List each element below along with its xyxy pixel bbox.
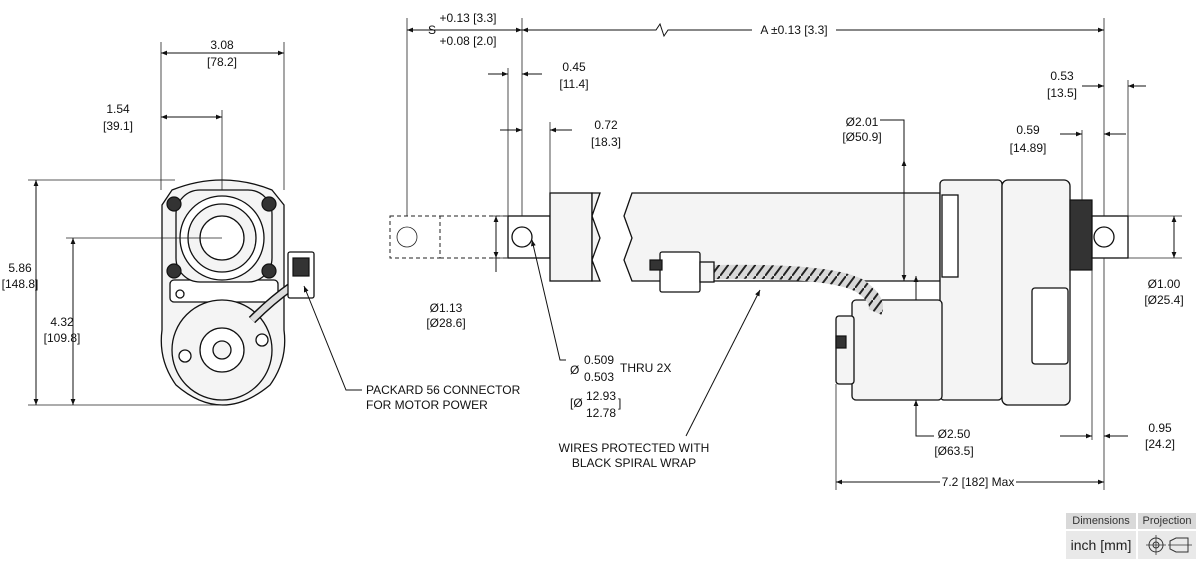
height-to-rod-label: 4.32 — [50, 315, 74, 329]
rear-clevis-nut — [1069, 199, 1093, 271]
housing-clamp — [941, 194, 959, 278]
motor-length-label: 7.2 [182] Max — [942, 475, 1015, 489]
height-overall-label: 5.86 — [8, 261, 32, 275]
hole-max-label: 0.509 — [584, 353, 614, 367]
tube-offset-mm-label: [18.3] — [591, 135, 621, 149]
front-flange — [169, 279, 279, 303]
motor-end-hub — [212, 340, 232, 360]
side-dimensions — [406, 18, 1182, 490]
connector-latch-icon — [292, 257, 310, 277]
rod-end-dia-label: Ø1.13 — [430, 301, 463, 315]
rear-offset-2-mm-label: [14.89] — [1010, 141, 1047, 155]
units-legend: Dimensions Projection inch [mm] — [1066, 513, 1196, 563]
rear-clevis-dia-mm-label: [Ø25.4] — [1144, 293, 1183, 307]
motor-screw-left-icon — [178, 349, 192, 363]
dimensions-header: Dimensions — [1066, 513, 1136, 529]
tube-dia-label: Ø2.01 — [846, 115, 879, 129]
motor-screw-right-icon — [255, 333, 269, 347]
screw-bottom-left-icon — [166, 263, 182, 279]
side-connector-icon — [659, 251, 701, 293]
rear-offset-1-mm-label: [13.5] — [1047, 86, 1077, 100]
rod-offset-label: 0.45 — [562, 60, 586, 74]
front-dimensions — [28, 42, 362, 406]
hole-prefix: Ø — [570, 363, 579, 377]
extended-rod-end-phantom — [389, 215, 441, 259]
motor-end-bell — [835, 315, 855, 385]
width-overall-label: 3.08 — [210, 38, 234, 52]
hole-min-label: 0.503 — [584, 370, 614, 384]
rod-end-hole-icon — [511, 226, 533, 248]
tube-dia-mm-label: [Ø50.9] — [842, 130, 881, 144]
height-to-rod-mm-label: [109.8] — [44, 331, 81, 345]
length-a-label: A ±0.13 [3.3] — [760, 23, 827, 37]
hole-thru-label: THRU 2X — [620, 361, 671, 375]
rod-end-dia-mm-label: [Ø28.6] — [426, 316, 465, 330]
screw-top-right-icon — [261, 196, 277, 212]
side-view — [389, 179, 1129, 406]
rear-clevis-hole-icon — [1093, 226, 1115, 248]
connector-note-line1: PACKARD 56 CONNECTOR — [366, 383, 521, 397]
flange-hole-icon — [175, 289, 185, 299]
height-overall-mm-label: [148.8] — [2, 277, 39, 291]
motor-can — [851, 299, 943, 401]
stroke-tol-minus: +0.08 [2.0] — [439, 34, 496, 48]
rear-offset-1-label: 0.53 — [1050, 69, 1074, 83]
screw-top-left-icon — [166, 196, 182, 212]
width-half-label: 1.54 — [106, 102, 130, 116]
wire-note-line2: BLACK SPIRAL WRAP — [572, 456, 696, 470]
width-overall-mm-label: [78.2] — [207, 55, 237, 69]
connector-note-line2: FOR MOTOR POWER — [366, 398, 488, 412]
front-view — [160, 179, 315, 406]
rear-clevis-len-mm-label: [24.2] — [1145, 437, 1175, 451]
tube-offset-label: 0.72 — [594, 118, 618, 132]
motor-dia-mm-label: [Ø63.5] — [934, 444, 973, 458]
hole-mm-min-label: 12.78 — [586, 406, 616, 420]
third-angle-projection-icon — [1146, 535, 1192, 555]
projection-header: Projection — [1138, 513, 1196, 529]
stroke-tol-plus: +0.13 [3.3] — [439, 11, 496, 25]
rod-offset-mm-label: [11.4] — [559, 77, 588, 91]
motor-dia-label: Ø2.50 — [938, 427, 971, 441]
screw-bottom-right-icon — [261, 263, 277, 279]
rear-clevis-len-label: 0.95 — [1148, 421, 1172, 435]
wire-note-line1: WIRES PROTECTED WITH — [559, 441, 710, 455]
hole-mm-close: ] — [618, 396, 621, 410]
rear-clevis-dia-label: Ø1.00 — [1148, 277, 1181, 291]
hole-mm-max-label: 12.93 — [586, 389, 616, 403]
outer-tube-front — [549, 192, 593, 282]
stroke-label: S — [428, 23, 436, 37]
spiral-wrap-icon — [713, 264, 883, 315]
projection-cell — [1138, 531, 1196, 559]
hole-mm-open: [Ø — [570, 396, 583, 410]
width-half-mm-label: [39.1] — [103, 119, 133, 133]
units-cell: inch [mm] — [1066, 531, 1136, 559]
rear-offset-2-label: 0.59 — [1016, 123, 1040, 137]
